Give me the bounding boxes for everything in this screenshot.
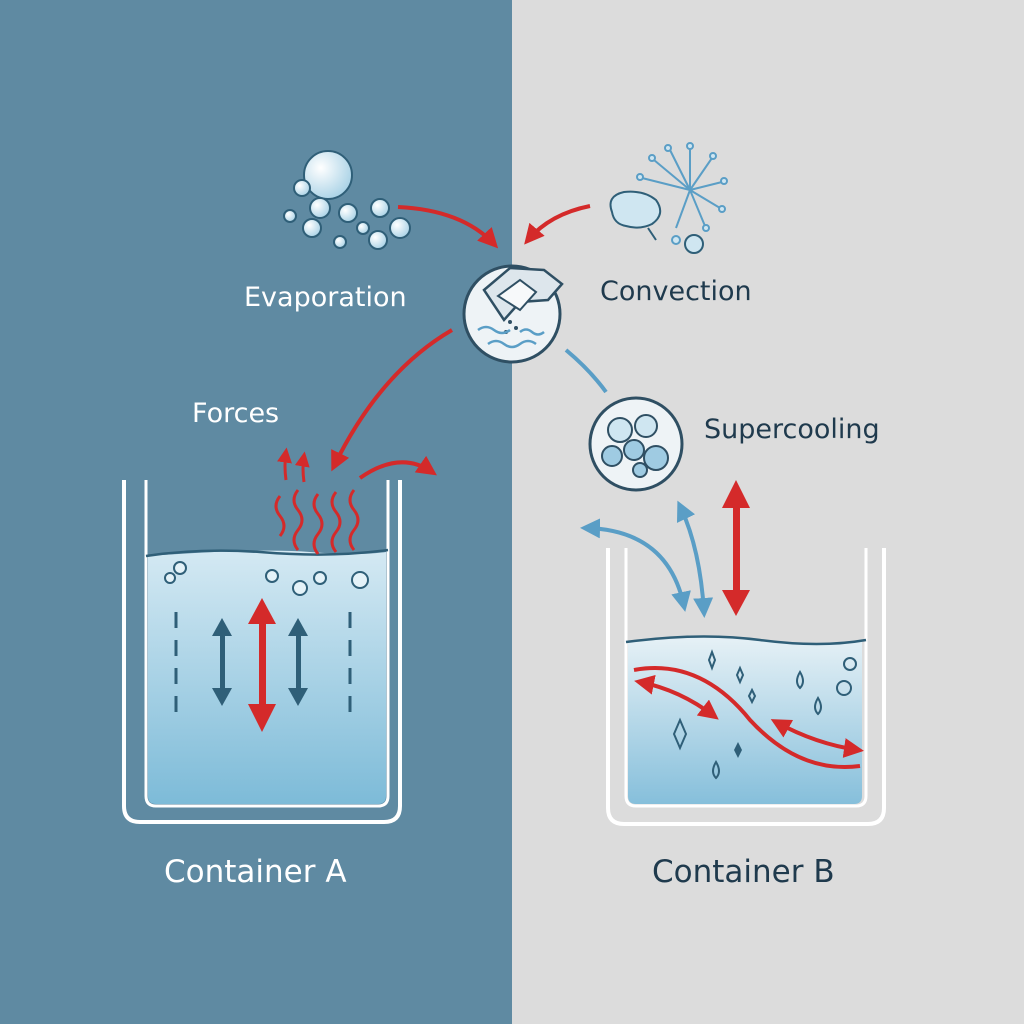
arrow-center-to-supercooling <box>564 348 608 394</box>
container-b <box>606 548 886 826</box>
container-a <box>122 480 402 824</box>
arrow-b-blue-mid <box>676 500 714 618</box>
arrow-center-to-container-a <box>331 328 454 472</box>
right-panel-background <box>512 0 1024 1024</box>
label-forces: Forces <box>192 398 280 429</box>
faucet-water-icon <box>462 264 564 364</box>
ice-cubes-icon <box>588 396 684 492</box>
arrow-b-red-vertical <box>722 480 750 616</box>
label-convection: Convection <box>600 276 752 307</box>
label-evaporation: Evaporation <box>244 282 407 313</box>
forces-arrows <box>277 447 437 483</box>
left-panel-background <box>0 0 512 1024</box>
bubbles-icon <box>283 150 411 250</box>
label-container-a: Container A <box>164 854 347 890</box>
splash-icon <box>609 142 728 254</box>
arrow-b-blue-left <box>580 518 691 612</box>
arrow-convection-to-center <box>524 204 591 245</box>
label-container-b: Container B <box>652 854 835 890</box>
label-supercooling: Supercooling <box>704 414 880 445</box>
arrow-evaporation-to-center <box>397 205 499 249</box>
